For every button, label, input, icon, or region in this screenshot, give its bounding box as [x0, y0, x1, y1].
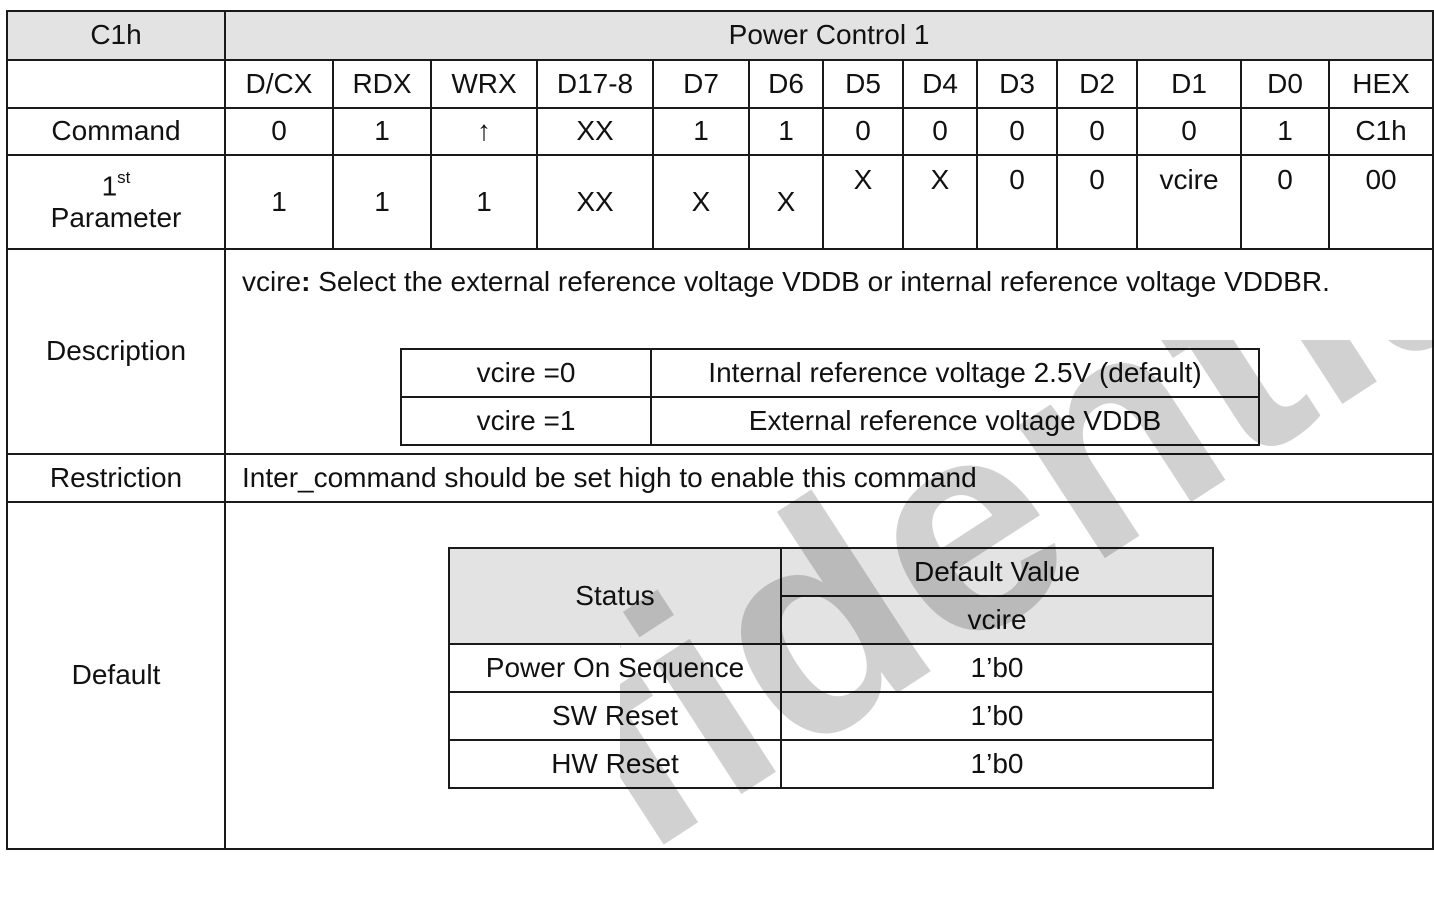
default-cell: Status Default Value vcire Power On Sequ… [223, 501, 1434, 850]
command-code: C1h [6, 10, 226, 61]
row-label: Restriction [6, 453, 226, 503]
column-header: D/CX [224, 59, 334, 109]
column-header: D6 [748, 59, 824, 109]
command-title: Power Control 1 [223, 10, 1434, 61]
bit-value: 0 [1240, 154, 1330, 250]
bit-value: XX [536, 154, 654, 250]
bit-value: 1 [652, 107, 750, 156]
hex-value: C1h [1327, 107, 1434, 156]
column-header: D2 [1056, 59, 1138, 109]
default-header-row: Status Default Value [448, 547, 1214, 645]
vcire-options-table: vcire =0 Internal reference voltage 2.5V… [400, 348, 1260, 446]
param-word: Parameter [50, 202, 182, 234]
param-ordinal: st [117, 167, 131, 187]
status-header: Status [448, 547, 782, 645]
bit-value: vcire [1136, 154, 1242, 250]
bit-value: 0 [1136, 107, 1242, 156]
description-term: vcire [242, 266, 302, 297]
value-cell: 1’b0 [780, 739, 1214, 789]
bit-value: 0 [1056, 107, 1138, 156]
bit-value: X [748, 154, 824, 250]
column-header: D0 [1240, 59, 1330, 109]
value-cell: 1’b0 [780, 691, 1214, 741]
column-header-row: D/CX RDX WRX D17-8 D7 D6 D5 D4 D3 D2 D1 … [6, 59, 1434, 109]
description-text: vcire: Select the external reference vol… [242, 260, 1412, 304]
description-content: vcire: Select the external reference vol… [226, 250, 1432, 453]
column-header: D4 [902, 59, 978, 109]
default-data-row: SW Reset 1’b0 [448, 691, 1214, 741]
param-number: 1 [101, 169, 118, 201]
vcire-option-value: External reference voltage VDDB [650, 396, 1260, 446]
bit-value: 1 [748, 107, 824, 156]
bit-value: 1 [430, 154, 538, 250]
default-values-table: Status Default Value vcire Power On Sequ… [448, 547, 1214, 789]
column-header: WRX [430, 59, 538, 109]
column-header: RDX [332, 59, 432, 109]
description-cell: vcire: Select the external reference vol… [223, 248, 1434, 455]
bit-value: 0 [1056, 154, 1138, 250]
column-header: D1 [1136, 59, 1242, 109]
bit-value: 1 [1240, 107, 1330, 156]
vcire-option-row: vcire =1 External reference voltage VDDB [400, 396, 1260, 446]
bit-value: X [652, 154, 750, 250]
bit-value: 0 [224, 107, 334, 156]
bit-value: 0 [902, 107, 978, 156]
default-subheader-row: vcire [449, 595, 1214, 645]
bit-value: 0 [976, 154, 1058, 250]
default-data-row: Power On Sequence 1’b0 [448, 643, 1214, 693]
bit-value: 1 [224, 154, 334, 250]
spec-table: C1h Power Control 1 D/CX RDX WRX D17-8 D… [6, 10, 1434, 850]
restriction-row: Restriction Inter_command should be set … [6, 453, 1434, 503]
row-label: Default [6, 501, 226, 850]
bit-value: X [822, 154, 904, 250]
column-header: D3 [976, 59, 1058, 109]
parameter-row: 1st Parameter 1 1 1 XX X X X X 0 0 vcire… [6, 154, 1434, 250]
column-header: HEX [1327, 59, 1434, 109]
bit-value: 0 [822, 107, 904, 156]
command-row: Command 0 1 ↑ XX 1 1 0 0 0 0 0 1 C1h [6, 107, 1434, 156]
bit-value: 0 [976, 107, 1058, 156]
row-label: 1st Parameter [6, 154, 226, 250]
status-cell: Power On Sequence [448, 643, 782, 693]
description-row: Description vcire: Select the external r… [6, 248, 1434, 455]
empty-header-cell [6, 59, 226, 109]
description-colon: : [301, 266, 311, 297]
description-body: Select the external reference voltage VD… [310, 266, 1330, 297]
default-value-header: Default Value [780, 547, 1214, 597]
bit-value: XX [536, 107, 654, 156]
default-data-row: HW Reset 1’b0 [448, 739, 1214, 789]
power-control-1-spec-page: C1h Power Control 1 D/CX RDX WRX D17-8 D… [6, 10, 1434, 900]
bit-value: 1 [332, 154, 432, 250]
vcire-option-key: vcire =0 [400, 348, 652, 398]
row-label: Command [6, 107, 226, 156]
default-row: Default Status Default Value vcire Powe [6, 501, 1434, 850]
status-cell: HW Reset [448, 739, 782, 789]
title-row: C1h Power Control 1 [6, 10, 1434, 61]
vcire-option-row: vcire =0 Internal reference voltage 2.5V… [400, 348, 1260, 398]
bit-value: ↑ [430, 107, 538, 156]
vcire-option-key: vcire =1 [400, 396, 652, 446]
hex-value: 00 [1327, 154, 1434, 250]
restriction-text: Inter_command should be set high to enab… [223, 453, 1434, 503]
status-cell: SW Reset [448, 691, 782, 741]
column-header: D17-8 [536, 59, 654, 109]
bit-value: X [902, 154, 978, 250]
default-value-subheader: vcire [780, 595, 1214, 645]
vcire-option-value: Internal reference voltage 2.5V (default… [650, 348, 1260, 398]
row-label: Description [6, 248, 226, 455]
column-header: D5 [822, 59, 904, 109]
column-header: D7 [652, 59, 750, 109]
value-cell: 1’b0 [780, 643, 1214, 693]
bit-value: 1 [332, 107, 432, 156]
default-content: Status Default Value vcire Power On Sequ… [226, 503, 1432, 848]
